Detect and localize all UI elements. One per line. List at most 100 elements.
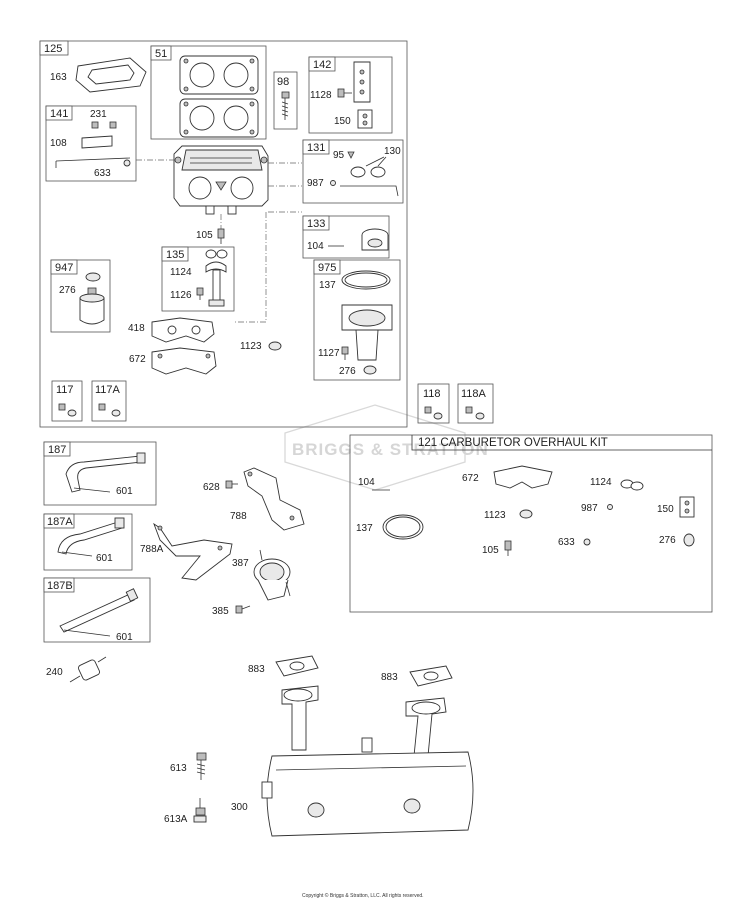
seal-633-icon	[123, 159, 131, 167]
callout-387: 387	[232, 558, 249, 569]
screw-231-icon	[91, 121, 117, 129]
emulsion-tube-135-icon	[205, 261, 227, 307]
callout-240: 240	[46, 667, 63, 678]
callout-box-187A	[43, 513, 75, 529]
callout-1127: 1127	[318, 348, 340, 359]
jet-117-washer	[67, 409, 77, 417]
kit-callout-137: 137	[356, 523, 373, 534]
kit-callout-104: 104	[358, 477, 375, 488]
kit-plate-150-icon	[679, 496, 695, 518]
callout-125: 125	[44, 43, 62, 55]
callout-box-125	[39, 40, 69, 56]
callout-1123: 1123	[240, 341, 262, 352]
callout-1128: 1128	[310, 90, 332, 101]
gasket-ring-137-inner	[344, 272, 388, 288]
callout-105: 105	[196, 230, 213, 241]
fuel-line-187-icon	[65, 452, 146, 493]
kit-callout-1124: 1124	[590, 477, 612, 488]
fuel-line-187A-icon	[57, 517, 125, 557]
gasket-672-icon	[151, 347, 217, 375]
kit-seal-987-icon	[607, 504, 613, 510]
screw-385-icon	[235, 605, 251, 614]
callout-975: 975	[318, 262, 336, 274]
gasket-163-icon	[75, 57, 147, 93]
callout-385: 385	[212, 606, 229, 617]
callout-187: 187	[48, 444, 66, 456]
callout-98: 98	[277, 76, 289, 88]
watermark-text: BRIGGS & STRATTON	[292, 440, 489, 459]
callout-130: 130	[384, 146, 401, 157]
callout-150: 150	[334, 116, 351, 127]
idle-screw-98-icon	[281, 91, 290, 120]
jet-118-washer	[433, 412, 443, 420]
screw-1128-icon	[337, 88, 352, 98]
kit-seal-633-icon	[583, 538, 591, 546]
callout-276-bowl: 276	[339, 366, 356, 377]
kit-washer-276-icon	[683, 533, 695, 547]
leader-line	[234, 212, 267, 323]
callout-box-131	[302, 139, 330, 155]
exhaust-gasket-883-b-icon	[409, 665, 453, 687]
callout-163: 163	[50, 72, 67, 83]
kit-box-121	[349, 434, 713, 613]
callout-box-135	[161, 246, 189, 262]
seal-1123-icon	[268, 341, 282, 351]
cap-1124-icon	[205, 249, 228, 259]
sub-box-187B	[43, 577, 151, 643]
callout-117: 117	[56, 384, 74, 396]
sub-box-187	[43, 441, 157, 506]
callout-137: 137	[319, 280, 336, 291]
jet-118A-icon	[465, 406, 473, 414]
jet-118-icon	[424, 406, 432, 414]
sub-box-117A	[91, 380, 127, 422]
jet-117A-washer	[111, 409, 121, 417]
screw-628-icon	[225, 480, 238, 489]
solenoid-947-icon	[79, 287, 105, 325]
callout-613: 613	[170, 763, 187, 774]
bolt-613A-icon	[193, 798, 207, 823]
washer-276-icon	[363, 365, 377, 375]
kit-cap-1124-icon	[620, 479, 644, 491]
callout-box-187	[43, 441, 71, 457]
callout-box-141	[45, 105, 73, 121]
jet-117-icon	[58, 403, 66, 411]
bracket-788A-icon	[153, 522, 233, 581]
choke-plate-130-icon	[350, 156, 387, 178]
callout-672: 672	[129, 354, 146, 365]
sub-box-133	[302, 215, 390, 259]
kit-title: 121 CARBURETOR OVERHAUL KIT	[418, 437, 608, 449]
callout-276: 276	[59, 285, 76, 296]
callout-418: 418	[128, 323, 145, 334]
gasket-418-icon	[151, 317, 215, 343]
callout-135: 135	[166, 249, 184, 261]
callout-1126: 1126	[170, 290, 192, 301]
callout-box-975	[313, 259, 341, 275]
muffler-300-icon	[261, 685, 474, 837]
bolt-613-icon	[196, 752, 207, 780]
float-bowl-975-icon	[341, 304, 393, 361]
throttle-shaft-108-icon	[55, 135, 131, 168]
jet-118A-washer	[475, 412, 485, 420]
screw-1127-icon	[341, 346, 349, 360]
callout-987: 987	[307, 178, 324, 189]
assembly-box-125	[39, 40, 408, 428]
sub-box-131	[302, 139, 404, 204]
kit-callout-672: 672	[462, 473, 479, 484]
callout-601-b: 601	[96, 553, 113, 564]
screw-95-icon	[347, 151, 355, 159]
exhaust-gasket-883-a-icon	[275, 655, 319, 677]
kit-needle-105-icon	[504, 540, 512, 556]
callout-box-142	[308, 56, 336, 72]
seal-987-icon	[330, 180, 336, 186]
callout-187B: 187B	[47, 580, 73, 592]
bracket-788-icon	[243, 467, 305, 531]
fuel-filter-240-icon	[69, 656, 107, 683]
callout-601-c: 601	[116, 632, 133, 643]
callout-231: 231	[90, 109, 107, 120]
callout-108: 108	[50, 138, 67, 149]
copyright-notice: Copyright © Briggs & Stratton, LLC. All …	[302, 892, 424, 899]
callout-box-947	[50, 259, 78, 275]
callout-117A: 117A	[95, 384, 121, 396]
callout-104: 104	[307, 241, 324, 252]
kit-callout-105: 105	[482, 545, 499, 556]
